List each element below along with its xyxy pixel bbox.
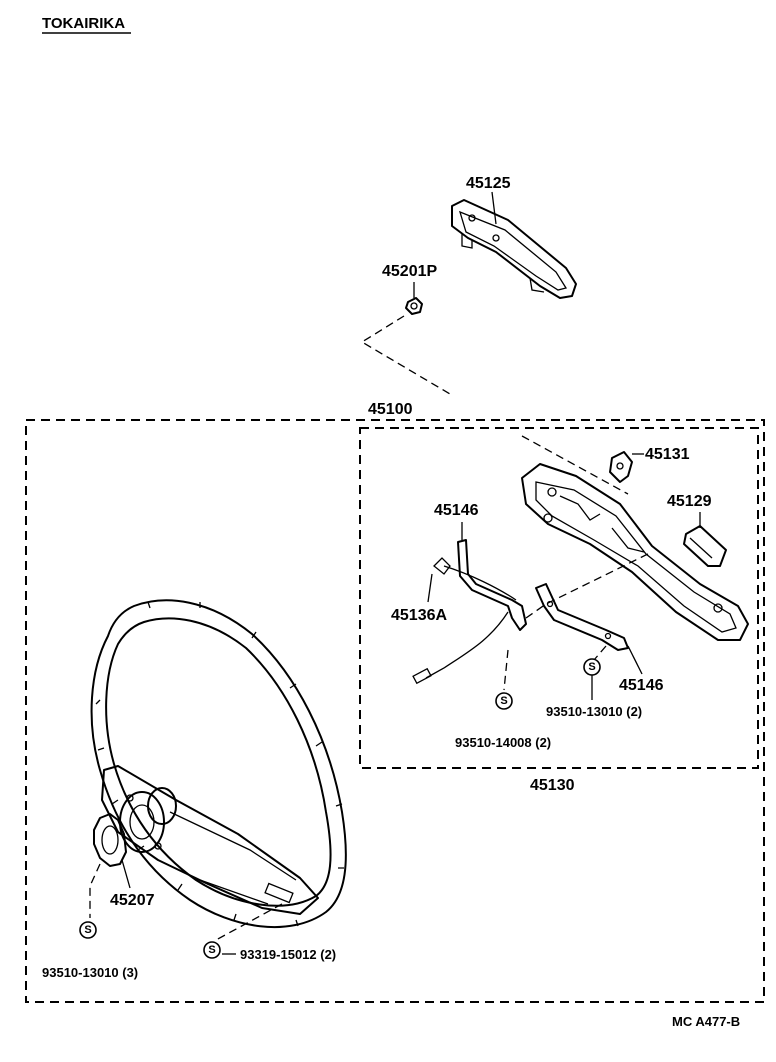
label-93510-13010-3: 93510-13010 (3) [42,965,138,980]
horn-pad-body [521,463,749,641]
leader-45136A [427,573,433,603]
label-93510-14008: 93510-14008 (2) [455,735,551,750]
screw-symbol-93319-15012: S [203,941,221,959]
nut-45201P [405,297,423,315]
label-45129: 45129 [667,493,712,510]
label-45146-right: 45146 [619,677,664,694]
label-45146-left: 45146 [434,502,479,519]
subassembly-45130-boundary [359,427,759,769]
dashed-link-screw-13010-3 [89,863,101,918]
label-93319-15012: 93319-15012 (2) [240,947,336,962]
label-45100: 45100 [368,401,413,418]
brand-label: TOKAIRIKA [42,15,125,32]
leader-45125 [491,191,497,225]
steering-wheel [90,599,347,929]
svg-text:S: S [588,661,595,673]
label-45125: 45125 [466,175,511,192]
svg-text:S: S [84,924,91,936]
svg-text:S: S [500,695,507,707]
switch-45129 [683,525,727,567]
screw-symbol-93510-14008: S [495,692,513,710]
contact-plate-45146-right [535,583,629,651]
gear-45207 [93,813,127,867]
dashed-link-screw-14008 [503,649,509,691]
clip-45131 [609,451,633,483]
horn-pad-cover-45125 [451,199,577,299]
dashed-link-45201P [360,315,451,395]
label-93510-13010-2: 93510-13010 (2) [546,704,642,719]
label-45131: 45131 [645,446,690,463]
leader-45207 [121,859,131,889]
label-45130: 45130 [530,777,575,794]
label-45136A: 45136A [391,607,447,624]
contact-plate-45146-left [412,539,527,685]
screw-symbol-93510-13010-2: S [583,658,601,676]
screw-symbol-93510-13010-3: S [79,921,97,939]
label-45207: 45207 [110,892,155,909]
assembly-45100-boundary [25,419,765,1003]
svg-text:S: S [208,944,215,956]
dashed-link-45131 [521,435,629,495]
dashed-link-screw-13010-2 [593,645,607,661]
label-45201P: 45201P [382,263,437,280]
diagram-code: MC A477-B [672,1014,740,1029]
leader-45146-right [627,645,643,675]
